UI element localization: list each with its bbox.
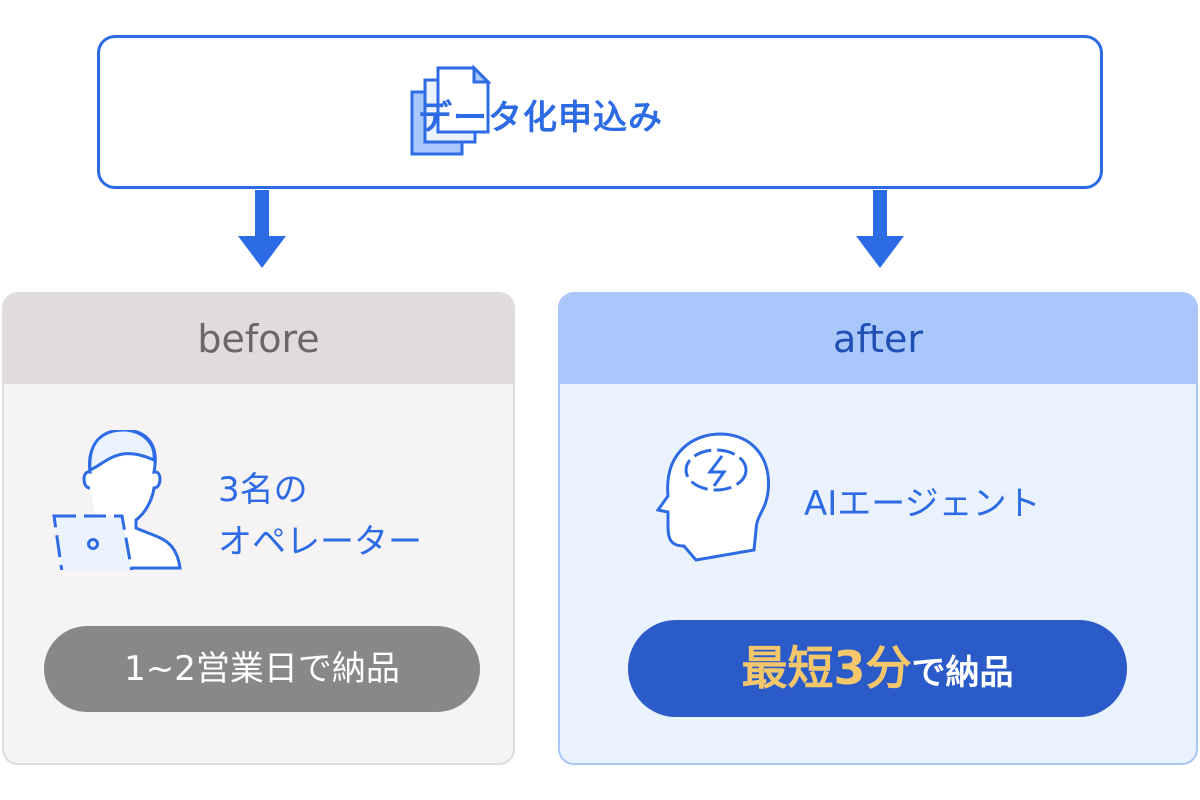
operator-count-label: 3名の <box>218 470 308 510</box>
arrow-down-after-icon <box>856 190 904 268</box>
before-header: before <box>4 294 513 384</box>
data-application-title: データ化申込み <box>418 98 663 138</box>
data-application-box <box>97 35 1103 189</box>
three-minutes-label: 3分 <box>833 641 912 695</box>
ai-head-lightning-icon <box>656 432 770 562</box>
documents-icon <box>410 64 492 156</box>
after-delivery-badge: 最短3分で納品 <box>628 620 1127 717</box>
delivery-label: で納品 <box>911 653 1014 693</box>
operator-laptop-icon <box>52 430 182 570</box>
operator-label: オペレーター <box>218 522 422 562</box>
after-header: after <box>560 294 1196 384</box>
after-panel: after AIエージェント 最短3分で納品 <box>558 292 1198 765</box>
shortest-label: 最短 <box>741 641 834 695</box>
before-delivery-badge: 1~2営業日で納品 <box>44 626 480 712</box>
arrow-down-before-icon <box>238 190 286 268</box>
before-panel: before 3名の オペレーター 1~2営業日で納品 <box>2 292 515 765</box>
ai-agent-label: AIエージェント <box>804 484 1041 524</box>
